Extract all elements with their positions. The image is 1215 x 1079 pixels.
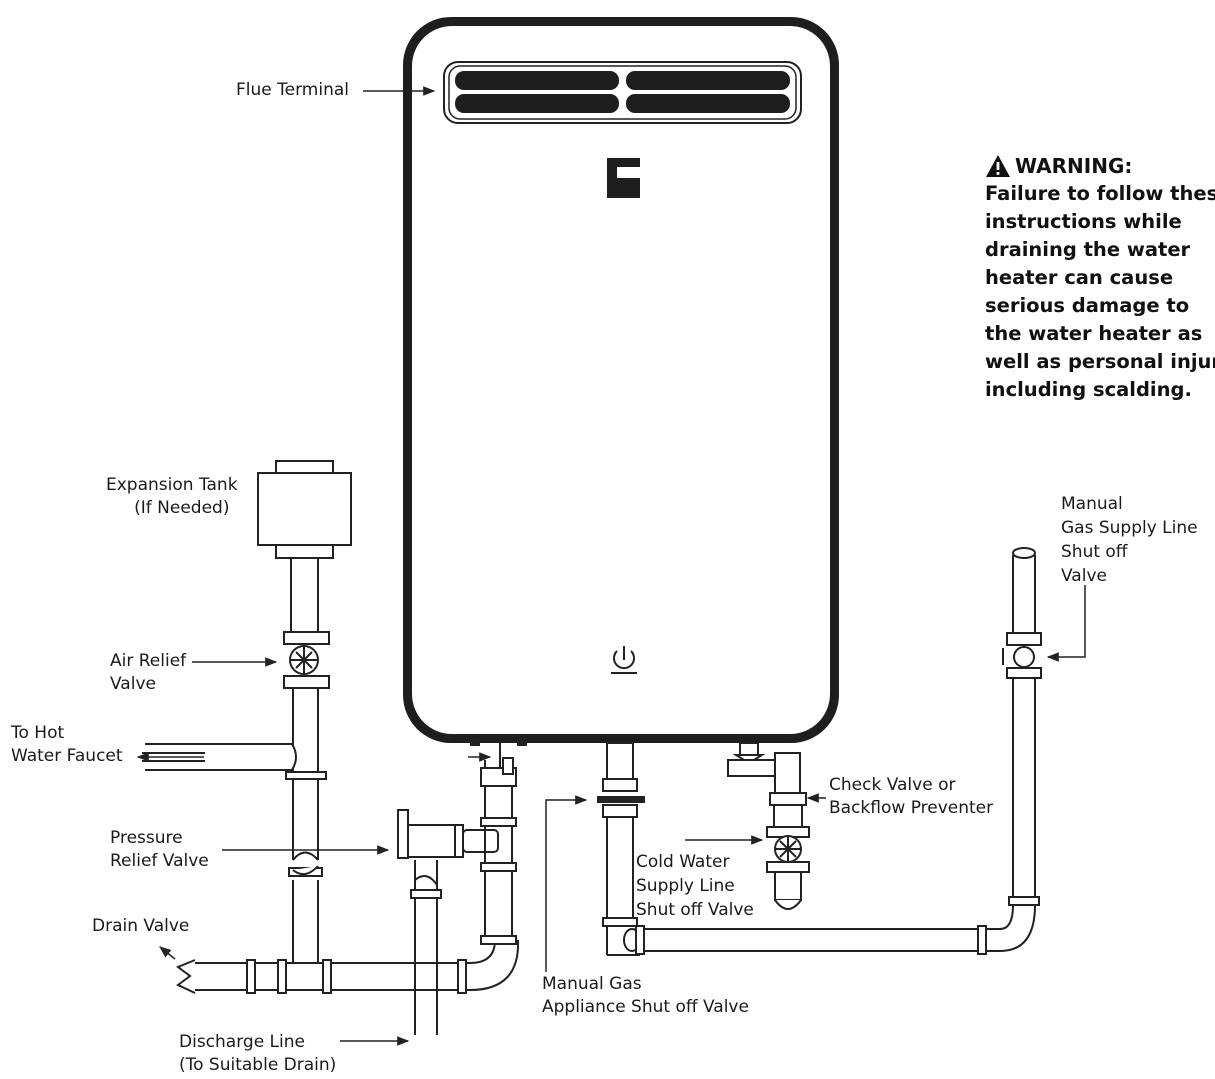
warning-line-6: the water heater as [985,322,1203,345]
gas-supply-shutoff-label-line-2: Gas Supply Line [1061,518,1198,538]
pressure-relief-valve-label: Pressure Relief Valve [110,827,209,873]
drain-valve-arrow [159,946,176,960]
drain-valve-label: Drain Valve [92,916,190,936]
check-valve-label-line-1: Check Valve or [829,775,956,795]
warning-title-text: WARNING: [1015,154,1133,178]
warning-block: WARNING: Failure to follow thes instruct… [985,152,1215,404]
brand-logo-icon [607,158,640,198]
gas-appliance-shutoff-label-line-1: Manual Gas [542,974,642,994]
warning-line-8: including scalding. [985,378,1192,401]
discharge-line [410,860,442,1035]
gas-supply-pipe [623,547,1042,955]
check-valve-label: Check Valve or Backflow Preventer [829,774,993,820]
discharge-line-label: Discharge Line (To Suitable Drain) [179,1031,336,1077]
warning-line-5: serious damage to [985,294,1190,317]
flue-terminal [443,61,802,124]
cold-water-shutoff-label: Cold Water Supply Line Shut off Valve [636,850,754,922]
cold-water-shutoff-label-line-1: Cold Water [636,852,730,872]
hot-water-faucet-label-line-1: To Hot [11,723,65,743]
warning-line-7: well as personal injur [985,350,1215,373]
pressure-relief-valve-label-line-2: Relief Valve [110,851,209,871]
gas-appliance-shutoff-label: Manual Gas Appliance Shut off Valve [542,973,749,1019]
warning-line-2: instructions while [985,210,1182,233]
gas-appliance-shutoff-label-line-2: Appliance Shut off Valve [542,997,749,1017]
gas-supply-arrow [1046,585,1086,662]
expansion-tank-label-line-1: Expansion Tank [106,475,238,495]
flue-terminal-label: Flue Terminal [236,80,349,100]
air-relief-valve-label-line-1: Air Relief [110,651,187,671]
gas-supply-shutoff-label-line-1: Manual [1061,494,1123,514]
expansion-tank [257,460,352,559]
power-icon [611,646,637,674]
hot-water-pipe [283,558,330,963]
hot-water-faucet-label-line-2: Water Faucet [11,746,123,766]
hot-water-faucet-pipe [142,743,297,771]
air-relief-valve-label-line-2: Valve [110,674,156,694]
hot-water-faucet-label: To Hot Water Faucet [11,722,123,768]
gas-appliance-pipe [597,742,645,956]
discharge-line-label-line-2: (To Suitable Drain) [179,1055,337,1075]
warning-title: WARNING: [985,152,1215,180]
gas-supply-shutoff-label: Manual Gas Supply Line Shut off Valve [1061,492,1198,588]
discharge-line-label-line-1: Discharge Line [179,1032,305,1052]
gas-supply-shutoff-label-line-4: Valve [1061,566,1107,586]
leader-arrows [136,86,1086,1046]
pressure-relief-valve-label-line-1: Pressure [110,828,183,848]
pressure-relief-valve [397,743,517,945]
cold-water-supply-assembly [727,742,810,910]
drain-pipe [175,939,520,994]
air-relief-valve-label: Air Relief Valve [110,650,186,696]
warning-line-3: draining the water [985,238,1191,261]
check-valve-label-line-2: Backflow Preventer [829,798,994,818]
cold-water-shutoff-label-line-2: Supply Line [636,876,735,896]
warning-triangle-icon [986,155,1010,177]
water-heater-unit [403,17,839,746]
expansion-tank-label: Expansion Tank (If Needed) [106,474,238,520]
cold-water-shutoff-label-line-3: Shut off Valve [636,900,754,920]
warning-line-1: Failure to follow thes [985,182,1215,205]
expansion-tank-label-line-2: (If Needed) [134,498,230,518]
gas-appliance-arrow [545,795,588,972]
gas-supply-shutoff-label-line-3: Shut off [1061,542,1128,562]
warning-line-4: heater can cause [985,266,1174,289]
